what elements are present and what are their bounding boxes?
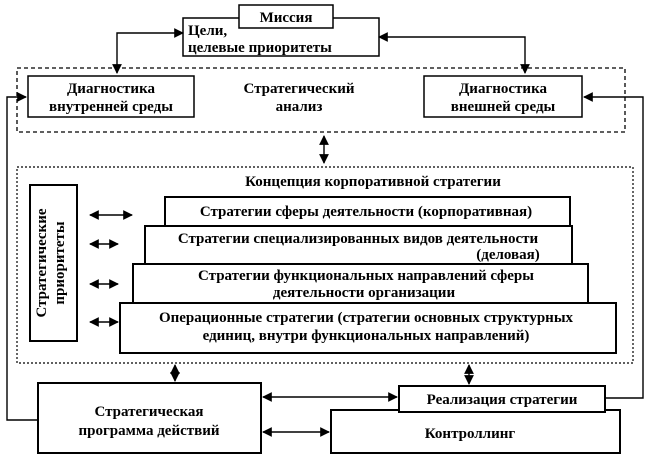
controlling-box	[330, 409, 621, 454]
level4-box	[119, 302, 617, 354]
level4-line1: Операционные стратегии (стратегии основн…	[159, 310, 574, 326]
level3-line2: деятельности организации	[273, 285, 456, 301]
external-diagnostics-line1: Диагностика	[459, 81, 548, 97]
implementation-label: Реализация стратегии	[427, 392, 578, 408]
right-feedback-arrow	[583, 92, 644, 399]
implementation-box	[398, 385, 606, 413]
level2-line1: Стратегии специализированных видов деяте…	[178, 231, 539, 247]
corporate-concept-title: Концепция корпоративной стратегии	[245, 174, 501, 190]
level3-line1: Стратегии функциональных направлений сфе…	[198, 268, 534, 284]
goals-to-internal-arrow	[112, 28, 184, 74]
external-diagnostics-box	[423, 75, 583, 118]
external-diagnostics-line2: внешней среды	[451, 99, 556, 115]
corporate-concept-frame	[16, 166, 634, 364]
internal-diagnostics-box	[27, 75, 195, 118]
strategic-analysis-line1: Стратегический	[243, 81, 354, 97]
strategic-analysis-frame	[16, 67, 626, 133]
mission-label: Миссия	[260, 10, 313, 26]
level2-box	[144, 225, 573, 265]
internal-diagnostics-line2: внутренней среды	[49, 99, 173, 115]
level4-line2: единиц, внутри функциональных направлени…	[203, 328, 530, 344]
strategic-priorities-box	[29, 184, 78, 342]
controlling-label: Контроллинг	[425, 426, 516, 442]
left-feedback-arrow	[6, 92, 38, 421]
strategic-analysis-line2: анализ	[276, 99, 323, 115]
level2-line2: (деловая)	[476, 247, 540, 263]
action-program-box	[37, 382, 262, 454]
level1-box	[164, 196, 571, 227]
goals-to-external-arrow	[378, 32, 530, 74]
strategic-priorities-line1: Стратегические	[34, 208, 50, 317]
level1-line1: Стратегии сферы деятельности (корпоратив…	[200, 204, 532, 220]
goals-label-line2: целевые приоритеты	[188, 40, 332, 56]
internal-diagnostics-line1: Диагностика	[67, 81, 156, 97]
goals-label-line1: Цели,	[188, 23, 227, 39]
strategic-priorities-line2: приоритеты	[52, 221, 68, 305]
action-program-line1: Стратегическая	[94, 404, 203, 420]
action-program-line2: программа действий	[78, 423, 219, 439]
mission-box	[238, 4, 334, 29]
level3-box	[132, 263, 589, 304]
